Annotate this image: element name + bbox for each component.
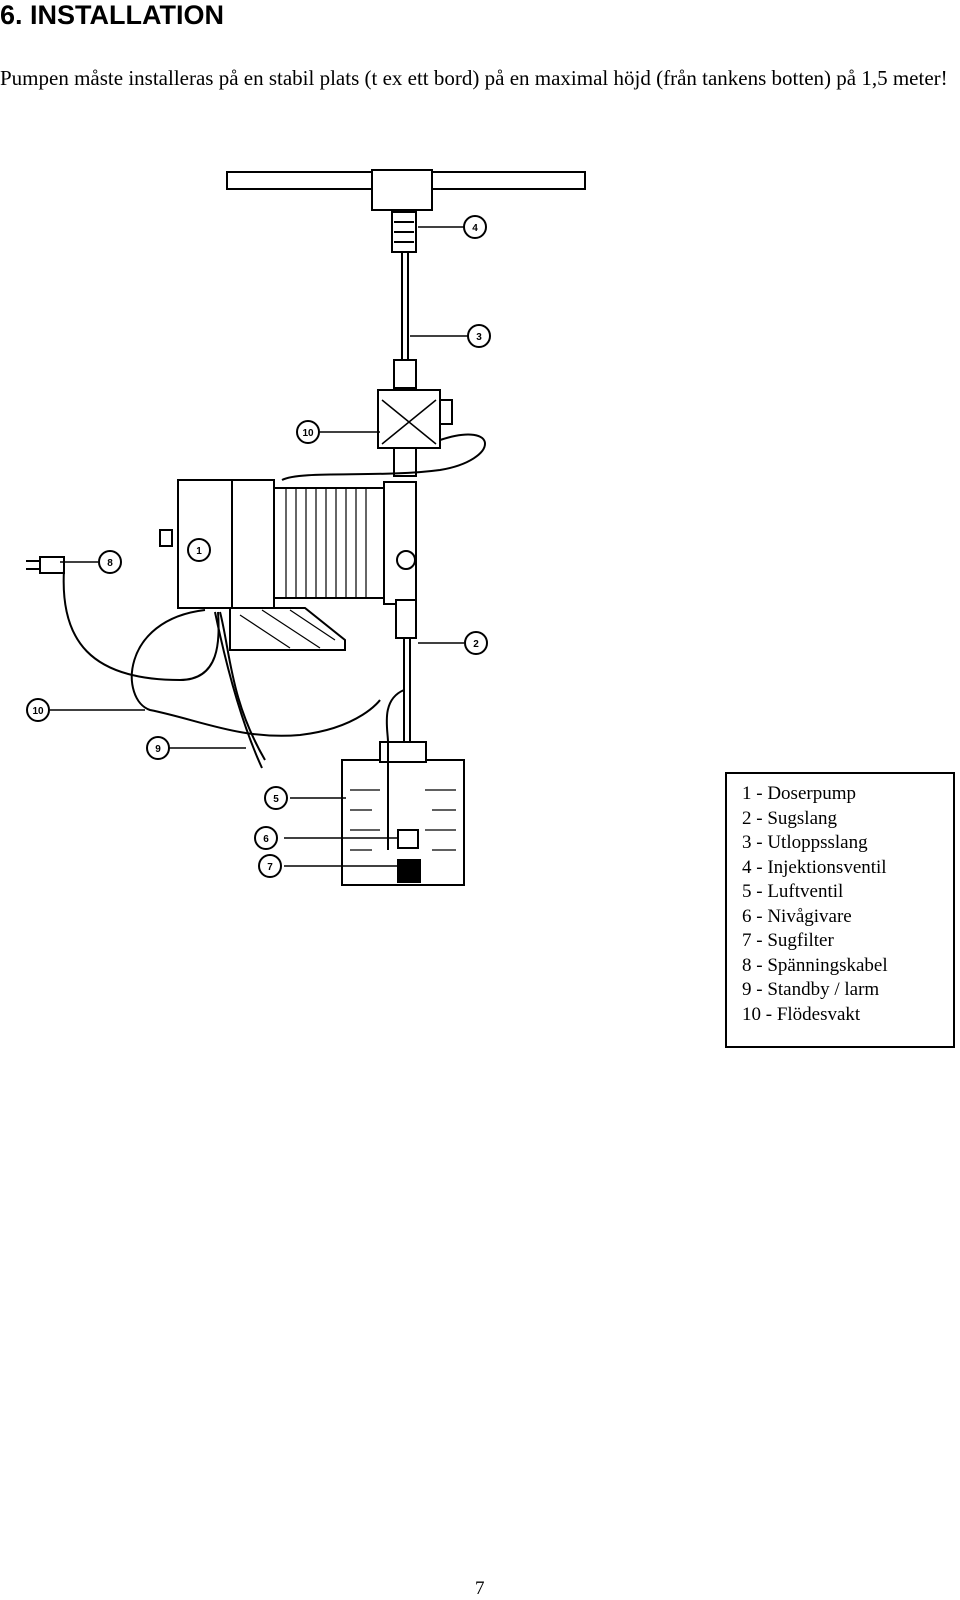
pump-head: [383, 481, 417, 605]
pump-installation-diagram: 4 3 10 1 8 2 10 9 5 6 7: [26, 169, 586, 886]
pipe-tee: [371, 169, 433, 211]
section-heading: 6. INSTALLATION: [0, 0, 224, 30]
page-number: 7: [475, 1578, 485, 1599]
callout-4: 4: [472, 223, 478, 234]
callout-7: 7: [267, 862, 273, 873]
callout-10-bottom: 10: [32, 706, 44, 717]
intro-paragraph: Pumpen måste installeras på en stabil pl…: [0, 66, 948, 90]
legend-item: 1 - Doserpump: [742, 783, 856, 804]
legend-item: 9 - Standby / larm: [742, 979, 880, 1000]
pump-stand: [229, 607, 346, 651]
callout-9: 9: [155, 744, 161, 755]
legend-item: 2 - Sugslang: [742, 807, 837, 829]
level-sensor: [397, 829, 419, 849]
callout-3: 3: [476, 332, 482, 343]
callout-1: 1: [196, 546, 202, 557]
power-plug: [39, 556, 65, 574]
pump-bellows: [273, 487, 385, 599]
legend-item: 6 - Nivågivare: [742, 905, 852, 927]
callout-10-top: 10: [302, 428, 314, 439]
callout-6: 6: [263, 834, 269, 845]
legend-item: 4 - Injektionsventil: [742, 856, 887, 878]
legend-item: 8 - Spänningskabel: [742, 954, 888, 976]
callout-8: 8: [107, 558, 113, 569]
legend-item: 5 - Luftventil: [742, 881, 844, 902]
legend-item: 3 - Utloppsslang: [742, 832, 868, 853]
parts-legend: 1 - Doserpump 2 - Sugslang 3 - Utloppssl…: [725, 772, 955, 1048]
legend-item: 10 - Flödesvakt: [742, 1003, 861, 1025]
callout-2: 2: [473, 639, 479, 650]
suction-filter: [397, 859, 421, 883]
legend-item: 7 - Sugfilter: [742, 930, 834, 951]
callout-5: 5: [273, 794, 279, 805]
